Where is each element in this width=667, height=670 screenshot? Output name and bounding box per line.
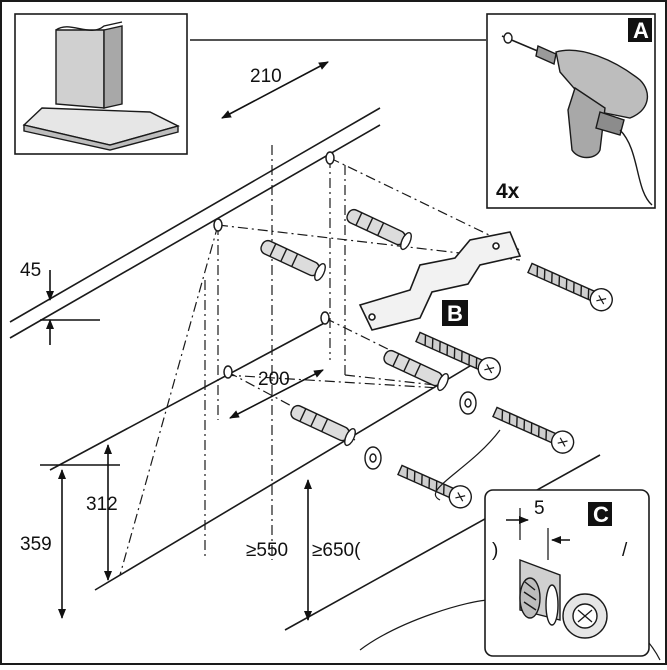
dim-210-label: 210 [250,66,282,87]
mounting-bracket-icon [358,231,522,331]
drill-hole-icon [325,151,335,165]
wall-plug-icon [290,404,356,447]
wall-plug-icon [383,349,449,392]
svg-text:B: B [447,301,463,326]
dim-312-label: 312 [86,494,118,515]
hood-inset [14,13,188,155]
dim-45-label: 45 [20,260,41,281]
label-c-letter: C [593,502,609,527]
washer-icon [459,391,477,415]
screw-icon [527,262,613,312]
dim-5-label: 5 [534,498,545,519]
chimney-hood-icon [22,21,180,151]
inset-c-mark-right: / [622,540,628,561]
drill-count-label: 4x [496,180,520,203]
label-b-badge: B [442,300,468,326]
screw-closeup-icon [519,558,608,639]
screws [397,262,613,509]
ceiling-lines [9,39,601,631]
drill-icon [501,32,653,206]
screw-icon [492,406,575,454]
wall-plugs [260,208,449,447]
drill-inset: A 4x [486,13,656,209]
drill-hole-icon [223,365,233,379]
drill-hole-icon [213,218,223,232]
dimension-lines [40,61,329,621]
screw-icon [397,464,472,509]
dim-200-label: 200 [258,369,290,390]
washer-icon [364,446,382,470]
dim-650-label: ≥650( [312,540,361,561]
screw-icon [415,331,501,381]
label-a-letter: A [633,18,649,43]
wall-plug-icon [346,208,412,251]
dim-550-label: ≥550 [246,540,288,561]
drill-hole-icon [320,311,330,325]
dim-359-label: 359 [20,534,52,555]
screw-detail-inset: C 5 ) [484,489,650,657]
label-c-badge [588,502,612,526]
wall-plug-icon [260,239,326,282]
washers [364,391,477,470]
label-a-badge [628,18,652,42]
drill-holes [213,151,335,379]
inset-c-mark-left: ) [492,540,498,561]
